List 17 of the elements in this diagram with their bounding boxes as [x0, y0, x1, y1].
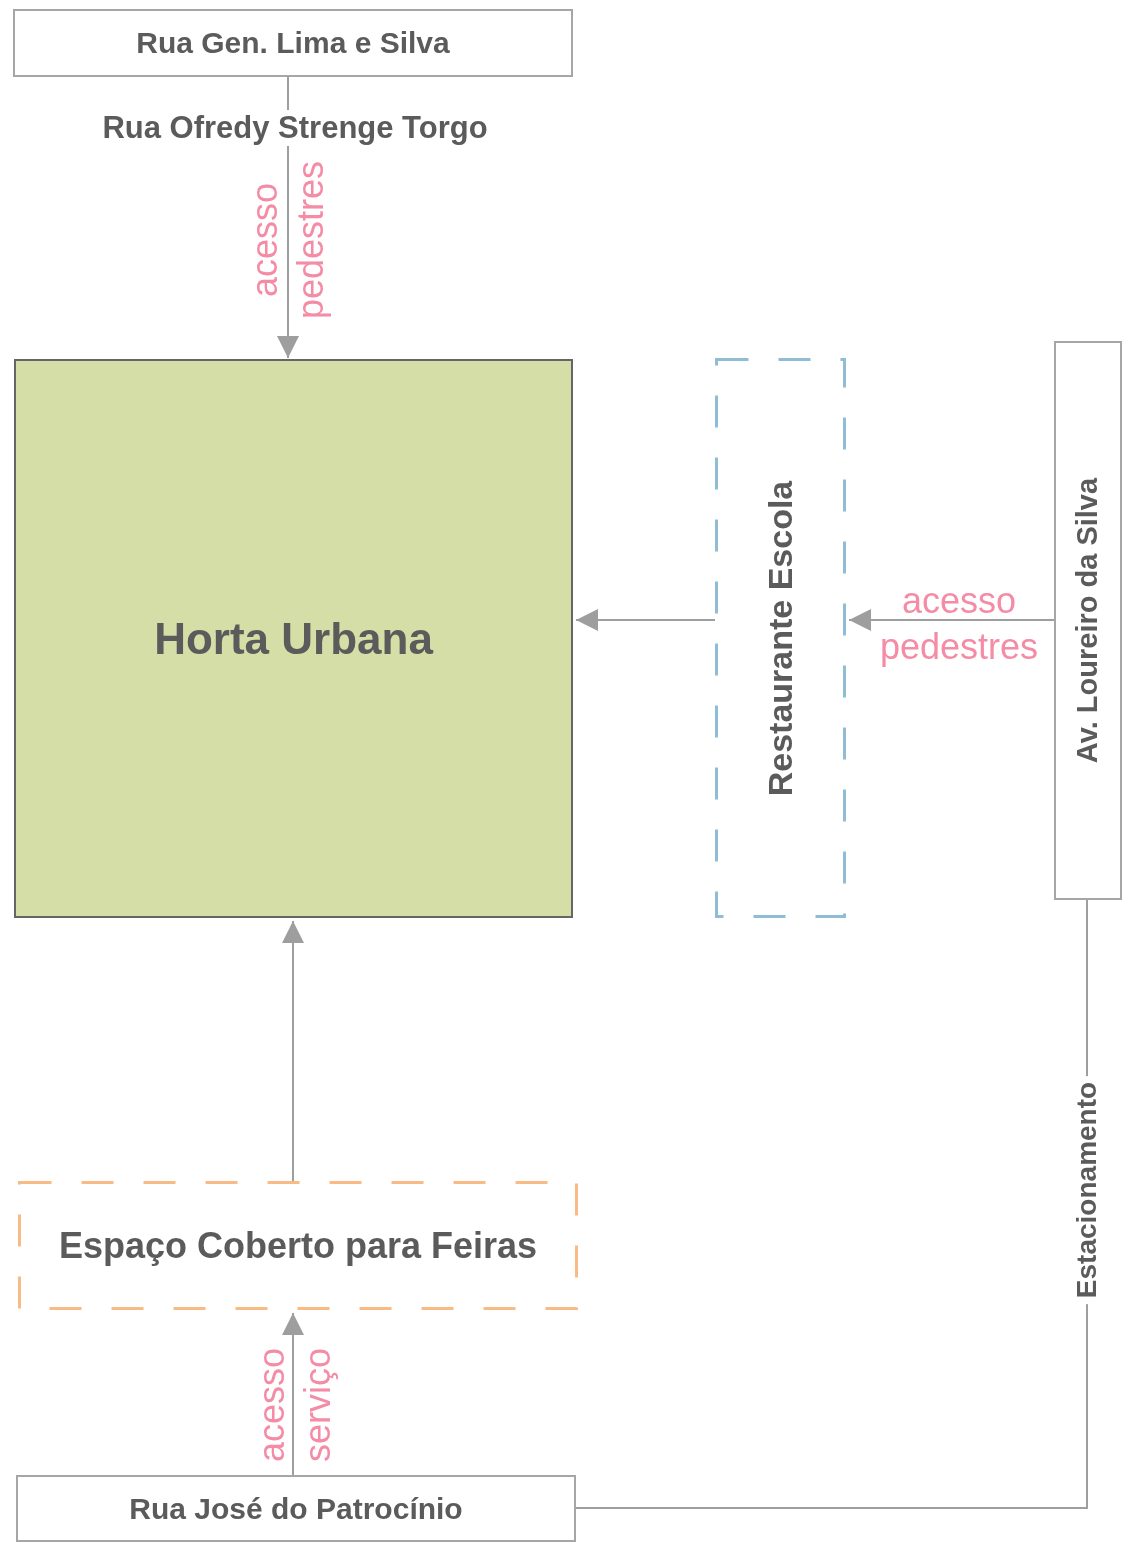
access-note: acesso pedestres	[243, 159, 332, 322]
node-label: Av. Loureiro da Silva	[1071, 477, 1105, 764]
node-label: Rua Gen. Lima e Silva	[136, 26, 450, 60]
node-label: Horta Urbana	[154, 613, 433, 664]
edge-label: acesso pedestres	[878, 579, 1040, 669]
covered-market-area	[18, 1181, 578, 1310]
restaurant-area	[715, 358, 846, 918]
arrow	[282, 1312, 304, 1476]
arrow	[848, 609, 1055, 631]
arrow	[575, 609, 716, 631]
garden-area	[14, 359, 573, 918]
street-box	[1054, 341, 1122, 900]
arrow	[282, 920, 304, 1182]
edge-label: acesso serviço	[250, 1346, 339, 1465]
street-box	[16, 1475, 576, 1542]
node-label: Rua José do Patrocínio	[129, 1491, 463, 1526]
street-box	[13, 9, 573, 77]
